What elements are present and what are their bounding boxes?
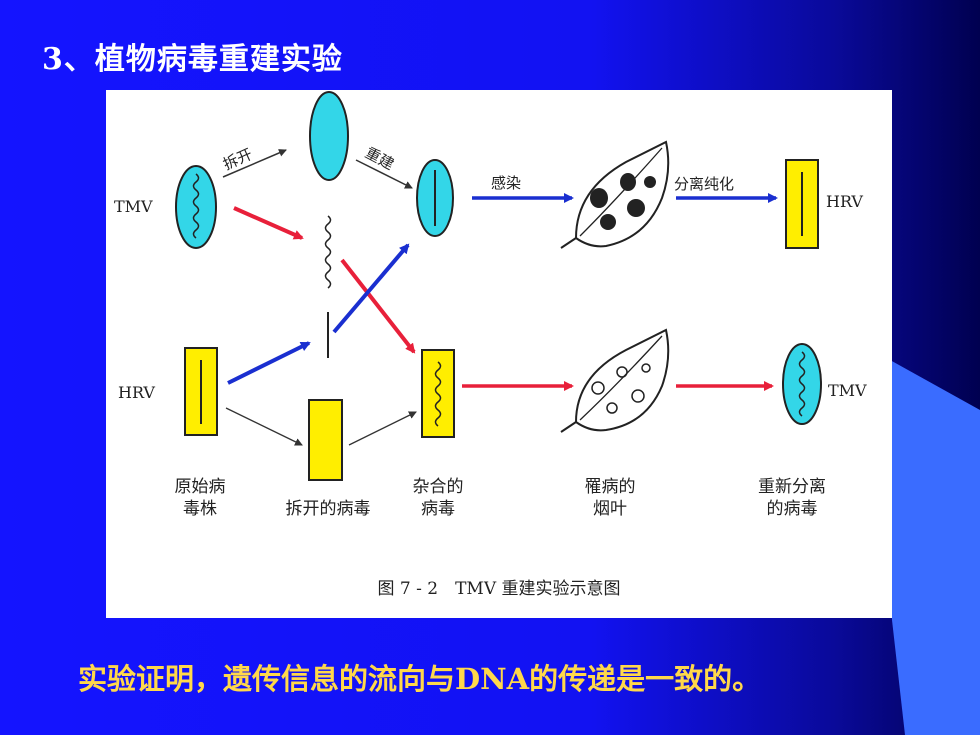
reconstructed-tmv-coat-virus: [416, 159, 454, 237]
hybrid-assemble-arrow: [348, 411, 417, 446]
hybrid-hrv-coat-virus: [421, 349, 455, 438]
hrv-right-label: HRV: [826, 192, 863, 211]
chaikai-label: 拆开: [220, 145, 255, 174]
figure-panel: TMV 拆开 重建 HRV: [106, 90, 892, 618]
tmv-reconstruction-diagram: TMV 拆开 重建 HRV: [114, 91, 867, 599]
rebuild-arrow: [355, 159, 413, 189]
stage-original-line2: 毒株: [183, 499, 217, 519]
stage-split: 拆开的病毒: [286, 499, 371, 519]
slide-conclusion: 实验证明，遗传信息的流向与DNA的传递是一致的。: [78, 662, 762, 696]
hrv-rna-to-tmv-coat-arrow: [332, 243, 410, 334]
stage-hybrid-line2: 病毒: [421, 499, 455, 519]
stage-new-line2: 的病毒: [767, 499, 818, 519]
figure-caption: 图 7 - 2 TMV 重建实验示意图: [377, 579, 620, 599]
ganran-label: 感染: [491, 174, 521, 192]
split-arrow: [222, 149, 287, 178]
tmv-left-label: TMV: [114, 197, 153, 216]
stage-original-line1: 原始病: [175, 477, 226, 497]
tmv-original-virus: [175, 165, 217, 249]
recovered-tmv-virus: [782, 343, 822, 425]
hrv-original-virus: [184, 347, 218, 436]
fenli-label: 分离纯化: [674, 175, 734, 193]
stage-leaf-line1: 罹病的: [585, 477, 636, 497]
recovered-hrv-virus: [785, 159, 819, 249]
stage-hybrid-line1: 杂合的: [413, 477, 464, 497]
stage-new-line1: 重新分离: [758, 477, 826, 497]
hrv-left-label: HRV: [118, 383, 155, 402]
stage-leaf-line2: 烟叶: [593, 499, 627, 519]
tmv-right-label: TMV: [828, 381, 867, 400]
slide-title: 3、植物病毒重建实验: [42, 42, 343, 77]
tmv-rna-to-hybrid-arrow: [340, 258, 416, 354]
chongjian-label: 重建: [362, 144, 397, 174]
tmv-protein-coat: [309, 91, 349, 181]
tmv-rna-red-arrow: [233, 206, 304, 240]
hrv-rna-blue-arrow: [227, 341, 311, 385]
hrv-protein-coat: [308, 399, 343, 481]
infected-leaf-tmv: [560, 328, 670, 433]
tmv-rna-strand: [324, 215, 332, 289]
hrv-split-arrow: [225, 407, 303, 446]
infected-leaf-hrv: [560, 140, 670, 249]
